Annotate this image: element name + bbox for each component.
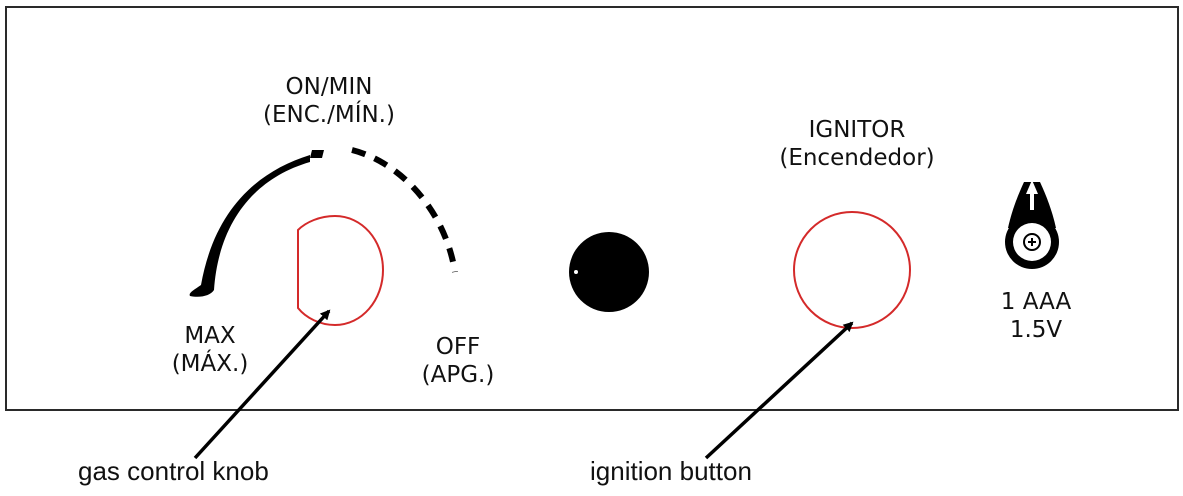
min-mark (310, 150, 324, 158)
ignition-button-callout: ignition button (590, 456, 752, 486)
battery-count-text: 1 AAA (1000, 289, 1072, 315)
off-range-dashed-arc (351, 147, 458, 273)
ignition-callout-arrow (704, 321, 854, 460)
off-es-text: (APG.) (421, 362, 495, 388)
ignitor-label: IGNITOR (Encendedor) (779, 116, 934, 172)
on-min-label: ON/MIN (ENC./MÍN.) (263, 73, 395, 129)
battery-voltage-text: 1.5V (1009, 317, 1063, 343)
on-min-text: ON/MIN (285, 74, 373, 100)
knob-callout-arrow (193, 309, 331, 460)
max-label: MAX (MÁX.) (172, 322, 249, 378)
gas-control-knob (297, 214, 385, 327)
gas-control-knob-callout: gas control knob (78, 456, 269, 486)
max-range-arc (189, 155, 310, 297)
max-es-text: (MÁX.) (171, 351, 249, 377)
off-text: OFF (435, 334, 481, 360)
off-label: OFF (APG.) (422, 333, 495, 389)
battery-icon (1005, 180, 1059, 269)
on-min-es-text: (ENC./MÍN.) (263, 102, 395, 128)
ignitor-text: IGNITOR (808, 117, 906, 143)
max-text: MAX (184, 323, 236, 349)
control-panel (5, 6, 1179, 411)
ignitor-es-text: (Encendedor) (779, 145, 935, 171)
burner-view-hole (569, 232, 649, 312)
ignition-button-outline (793, 211, 911, 329)
battery-label: 1 AAA 1.5V (1001, 288, 1071, 344)
